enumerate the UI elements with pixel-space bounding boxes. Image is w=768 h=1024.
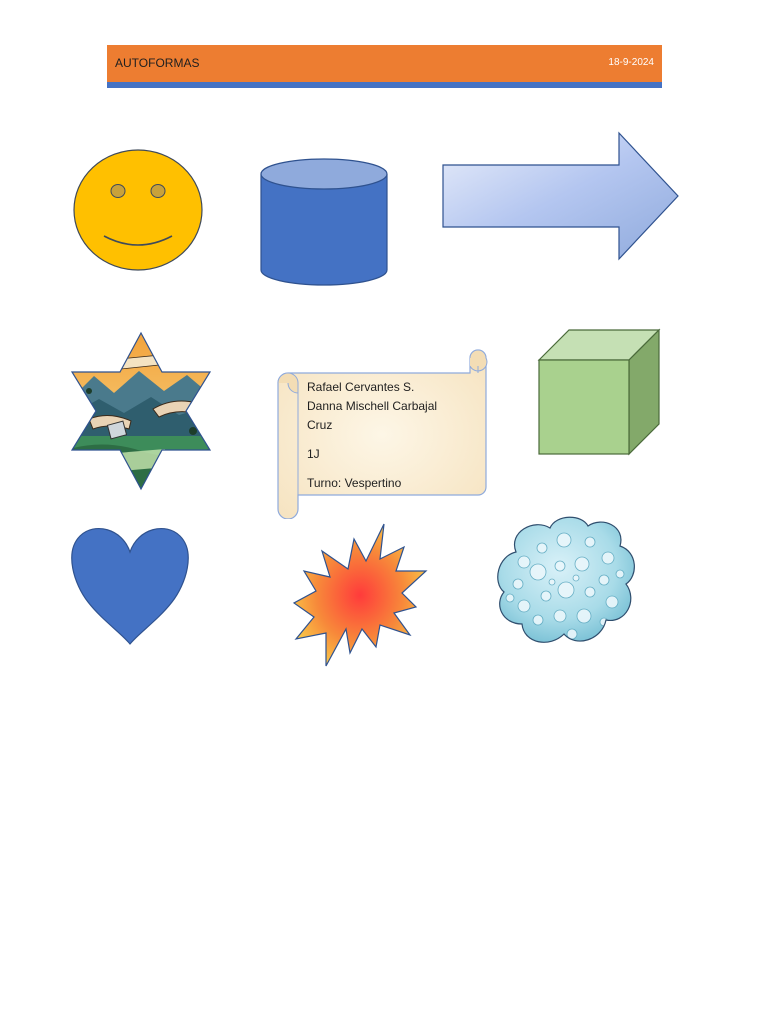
group-label: 1J xyxy=(307,447,320,461)
cube-shape[interactable] xyxy=(537,328,663,458)
student-name-2-cont: Cruz xyxy=(307,418,333,432)
heart-shape[interactable] xyxy=(70,524,192,648)
document-date: 18-9-2024 xyxy=(608,57,654,68)
cylinder-shape[interactable] xyxy=(259,158,391,288)
shift-label: Turno: Vespertino xyxy=(307,476,402,490)
student-name-1: Rafael Cervantes S. xyxy=(307,380,415,394)
scroll-text-block: Rafael Cervantes S. Danna Mischell Carba… xyxy=(307,378,477,493)
cloud-shape[interactable] xyxy=(494,512,638,650)
student-name-2: Danna Mischell Carbajal xyxy=(307,399,438,413)
header-underline xyxy=(107,82,662,88)
document-title: AUTOFORMAS xyxy=(115,56,200,70)
block-arrow-shape[interactable] xyxy=(441,131,683,261)
document-header: AUTOFORMAS 18-9-2024 xyxy=(107,45,662,82)
six-point-star-picture[interactable] xyxy=(69,331,213,491)
smiley-face-shape[interactable] xyxy=(72,148,206,274)
horizontal-scroll-shape[interactable] xyxy=(274,349,492,519)
explosion-shape[interactable] xyxy=(292,521,430,669)
